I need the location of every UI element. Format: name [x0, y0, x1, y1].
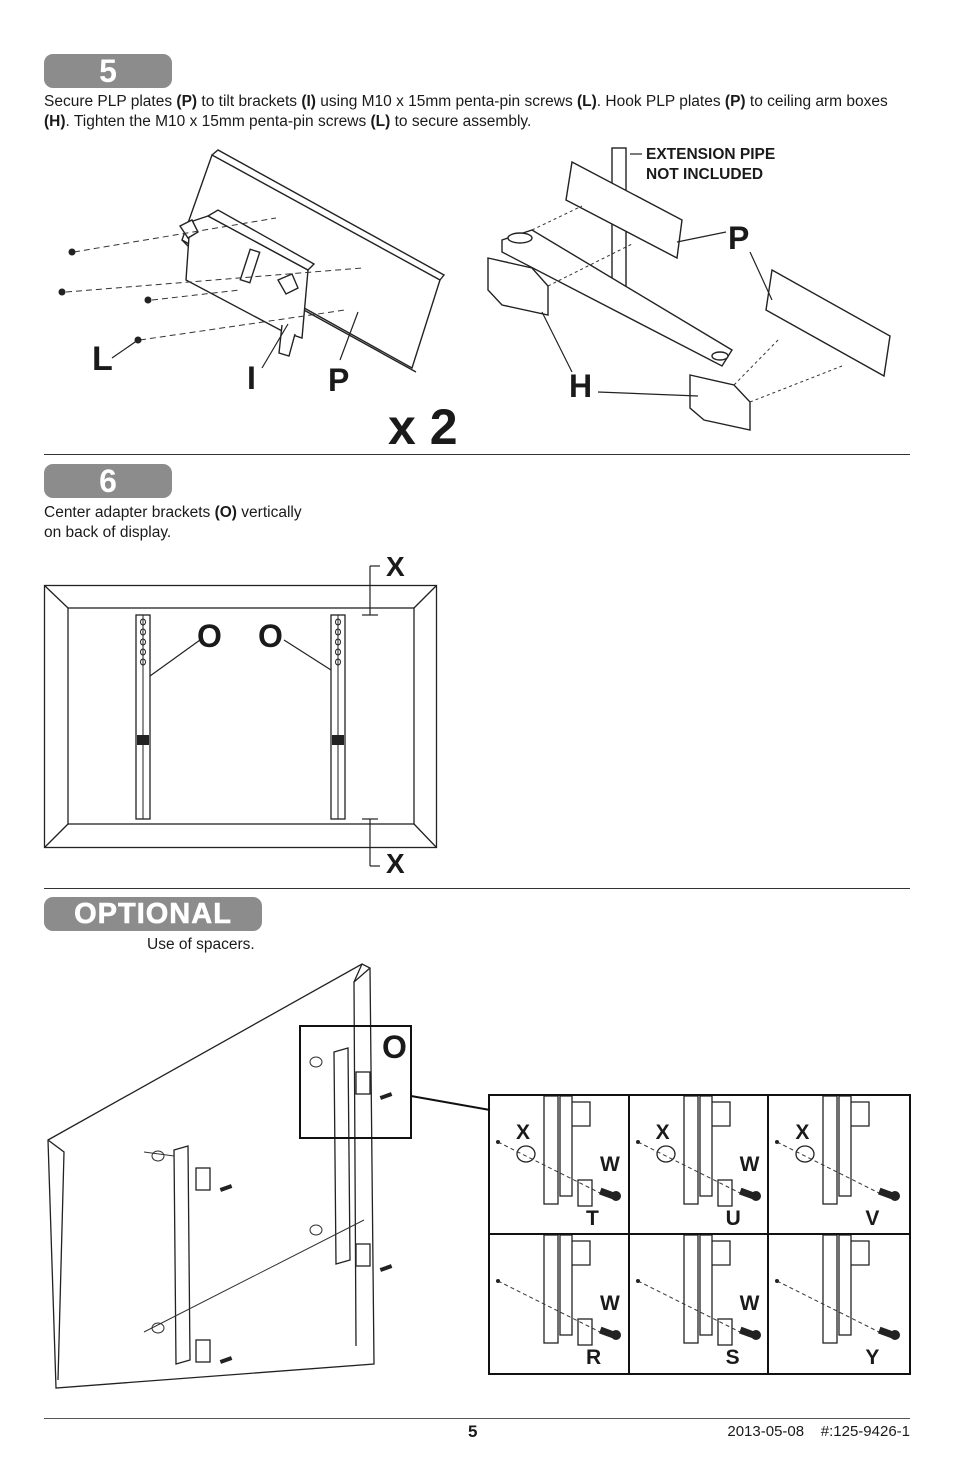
tilt-bracket-plp-diagram	[58, 149, 446, 373]
instruction-text: using M10 x 15mm penta-pin screws	[315, 93, 577, 110]
label-X-spacer: X	[516, 1121, 531, 1144]
instruction-text: to ceiling arm boxes	[745, 93, 888, 110]
label-screw: R	[586, 1345, 602, 1369]
extension-pipe-line-2: NOT INCLUDED	[646, 166, 764, 183]
instruction-text: . Tighten the M10 x 15mm penta-pin screw…	[65, 113, 371, 130]
label-X-spacer: X	[795, 1121, 810, 1144]
label-W-washer: W	[600, 1153, 620, 1176]
display-back-adapter-diagram	[43, 565, 438, 867]
instruction-text: vertically	[236, 504, 302, 521]
step-5-badge: 5	[44, 52, 172, 89]
spacer-detail-cell: X W U	[629, 1096, 770, 1235]
spacer-detail-drawing	[775, 1096, 901, 1205]
spacer-detail-drawing	[496, 1234, 621, 1346]
label-W-washer: W	[739, 1291, 760, 1315]
label-X-bottom: X	[386, 848, 405, 879]
label-P-left: P	[328, 362, 350, 398]
quantity-multiplier: x 2	[388, 399, 458, 455]
label-H: H	[569, 368, 593, 404]
part-reference: (I)	[301, 93, 316, 110]
label-O-right: O	[258, 618, 283, 654]
label-X-top: X	[386, 551, 405, 582]
part-reference: (P)	[176, 93, 198, 110]
label-screw: Y	[865, 1345, 880, 1369]
spacer-detail-drawing	[635, 1096, 761, 1207]
instruction-text: Center adapter brackets	[44, 504, 215, 521]
step-number: 6	[99, 462, 117, 499]
spacer-detail-drawing	[635, 1234, 761, 1346]
step-number: 5	[99, 52, 117, 89]
section-divider	[44, 888, 910, 889]
label-W-washer: W	[739, 1153, 760, 1176]
label-I: I	[247, 360, 256, 396]
optional-label: OPTIONAL	[74, 897, 232, 930]
instruction-text: to tilt brackets	[197, 93, 302, 110]
spacer-detail-cell: X W T	[490, 1096, 630, 1235]
spacer-detail-drawing	[496, 1096, 621, 1207]
instruction-text: to secure assembly.	[390, 113, 532, 130]
section-divider	[44, 454, 910, 455]
label-X-spacer: X	[655, 1121, 670, 1144]
label-screw: T	[586, 1207, 599, 1230]
instruction-text: Secure PLP plates	[44, 93, 177, 110]
label-W-washer: W	[600, 1291, 620, 1315]
label-screw: U	[725, 1207, 741, 1230]
part-reference: (P)	[724, 93, 746, 110]
ceiling-arm-assembly-diagram	[487, 147, 891, 431]
instruction-text: . Hook PLP plates	[596, 93, 725, 110]
instruction-text: on back of display.	[44, 524, 172, 541]
document-reference: 2013-05-08 #:125-9426-1	[727, 1423, 910, 1440]
optional-badge: OPTIONAL	[44, 897, 262, 931]
step-5-instructions: Secure PLP plates (P) to tilt brackets (…	[44, 92, 894, 132]
optional-instructions: Use of spacers.	[147, 936, 255, 953]
label-L: L	[92, 340, 113, 378]
step-6-badge: 6	[44, 462, 172, 499]
footer-rule	[44, 1418, 910, 1419]
part-reference: (H)	[44, 113, 66, 130]
label-P-right: P	[728, 220, 750, 256]
page-number: 5	[468, 1422, 478, 1441]
label-O-left: O	[197, 618, 222, 654]
part-reference: (L)	[370, 113, 391, 130]
label-O-optional: O	[382, 1029, 407, 1065]
part-reference: (L)	[577, 93, 597, 110]
spacer-detail-cell: Y	[769, 1234, 909, 1374]
extension-pipe-note: EXTENSION PIPE NOT INCLUDED	[646, 145, 775, 185]
spacer-overview-diagram	[47, 963, 491, 1389]
spacer-detail-drawing	[775, 1234, 901, 1344]
label-screw: S	[725, 1345, 740, 1369]
extension-pipe-line-1: EXTENSION PIPE	[646, 146, 776, 163]
step-6-instructions: Center adapter brackets (O) vertically on…	[44, 503, 364, 543]
label-screw: V	[865, 1207, 880, 1230]
part-reference: (O)	[214, 504, 237, 521]
